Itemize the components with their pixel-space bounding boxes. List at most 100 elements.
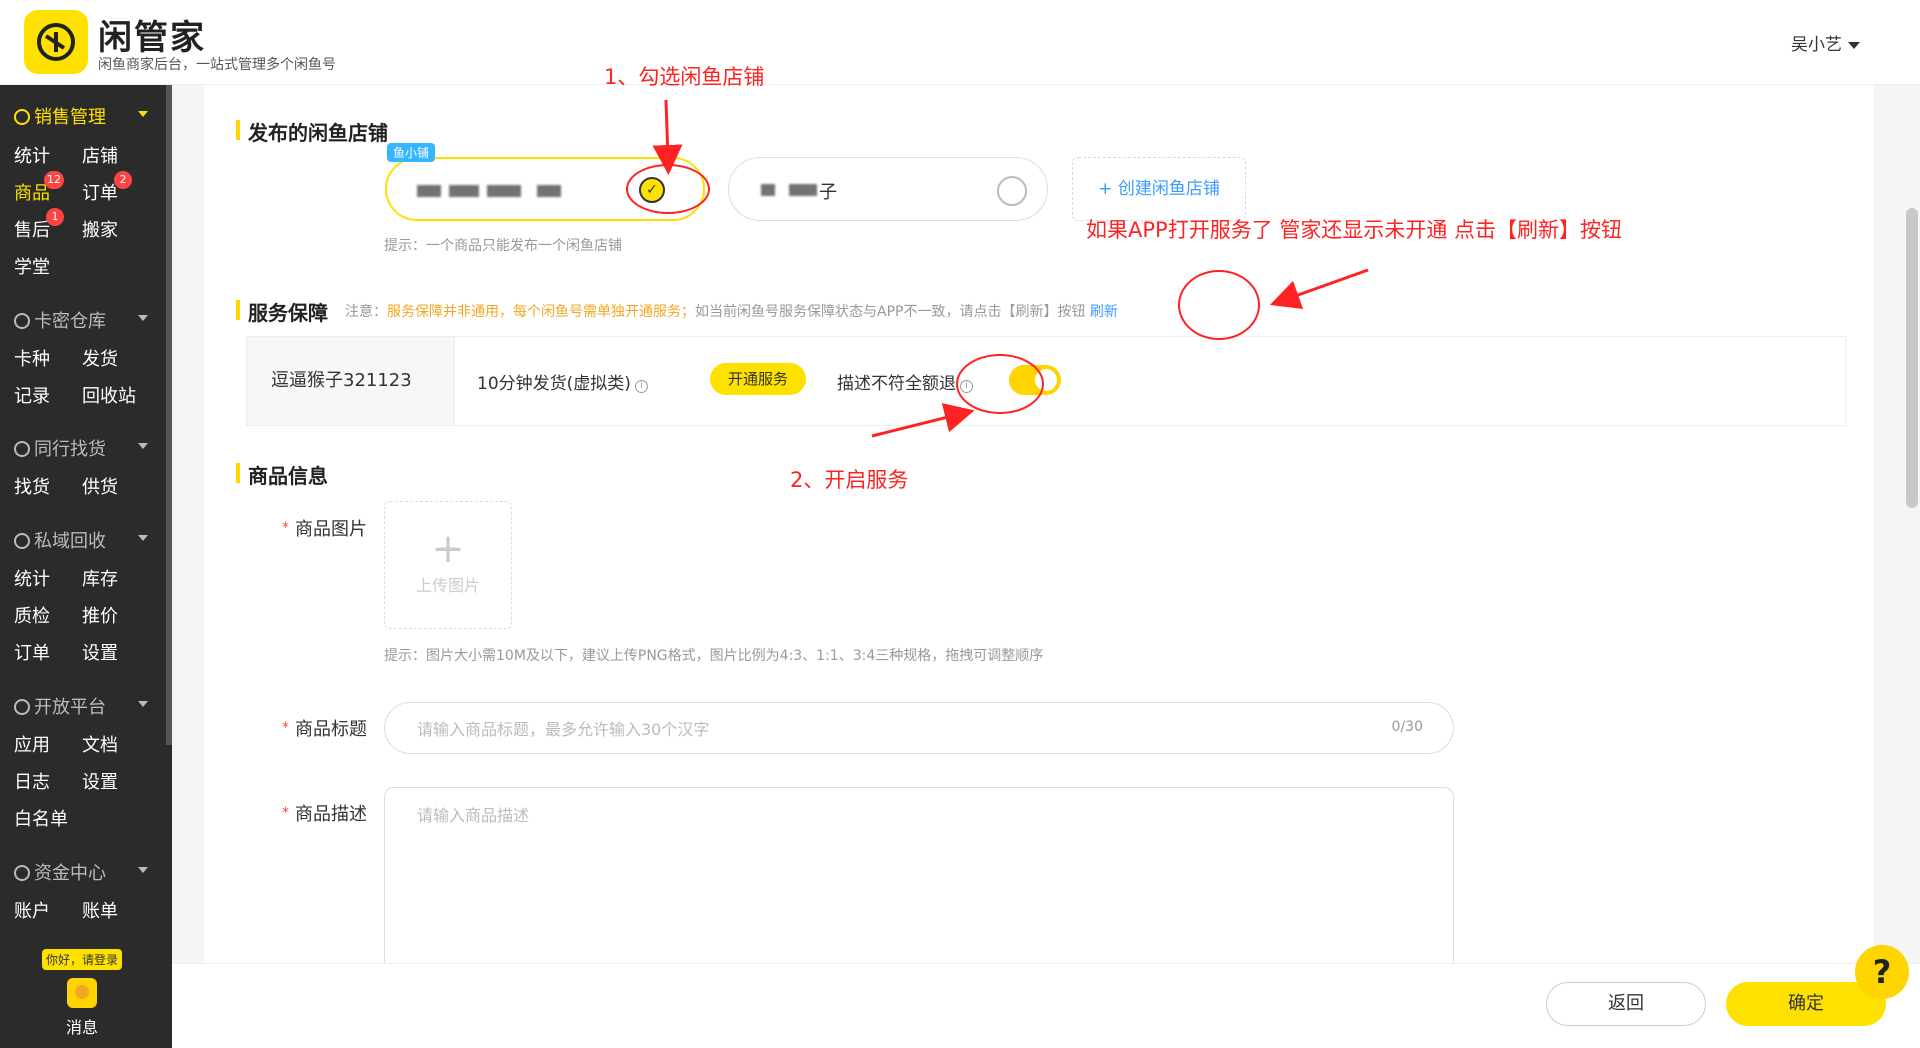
sidebar-item-find-goods[interactable]: 找货	[14, 477, 50, 498]
group-label: 同行找货	[34, 439, 106, 460]
sidebar-item-supply[interactable]: 供货	[82, 477, 118, 498]
required-mark: *	[282, 720, 289, 736]
group-label: 销售管理	[34, 107, 106, 128]
service-account-name: 逗逼猴子321123	[247, 337, 455, 425]
group-label: 卡密仓库	[34, 311, 106, 332]
sidebar-item-inventory[interactable]: 库存	[82, 569, 118, 590]
image-hint: 提示：图片大小需10M及以下，建议上传PNG格式，图片比例为4:3、1:1、3:…	[384, 648, 1044, 664]
sidebar-item-logs[interactable]: 日志	[14, 772, 50, 793]
title-input[interactable]	[417, 717, 1317, 741]
message-label: 消息	[65, 1018, 98, 1037]
sidebar-group-card-warehouse[interactable]: 卡密仓库	[14, 307, 148, 333]
open-service-button[interactable]: 开通服务	[710, 363, 806, 395]
badge-count: 1	[46, 208, 64, 226]
shop-card-unselected[interactable]: 子	[728, 157, 1048, 221]
sidebar-item-academy[interactable]: 学堂	[14, 257, 50, 278]
help-button[interactable]: ?	[1855, 945, 1909, 999]
service-note: 注意：服务保障并非通用，每个闲鱼号需单独开通服务；如当前闲鱼号服务保障状态与AP…	[345, 301, 1118, 321]
sidebar-item-recycle-orders[interactable]: 订单	[14, 643, 50, 664]
title-counter: 0/30	[1391, 719, 1423, 735]
plus-icon: +	[431, 526, 465, 572]
app-logo[interactable]	[24, 10, 88, 74]
service-label: 描述不符全额退	[837, 374, 956, 394]
create-shop-button[interactable]: + 创建闲鱼店铺	[1072, 157, 1246, 221]
sidebar-item-delivery[interactable]: 发货	[82, 349, 118, 370]
item-label: 商品	[14, 183, 50, 204]
brand-name: 闲管家	[98, 18, 206, 58]
sidebar-item-bills[interactable]: 账单	[82, 901, 118, 922]
section-title-service: 服务保障	[236, 297, 328, 326]
note-text: 如当前闲鱼号服务保障状态与APP不一致，请点击【刷新】按钮	[695, 304, 1086, 320]
sidebar-item-account[interactable]: 账户	[14, 901, 50, 922]
confirm-button[interactable]: 确定	[1726, 982, 1886, 1026]
blurred-name	[761, 184, 775, 196]
sidebar-item-stats[interactable]: 统计	[14, 146, 50, 167]
sidebar-scrollbar[interactable]	[166, 85, 172, 745]
sidebar-item-card-type[interactable]: 卡种	[14, 349, 50, 370]
sidebar-item-recycle-settings[interactable]: 设置	[82, 643, 118, 664]
group-label: 资金中心	[34, 863, 106, 884]
refresh-link[interactable]: 刷新	[1089, 304, 1118, 320]
field-label-title: * 商品标题	[282, 715, 367, 741]
group-label: 私域回收	[34, 531, 106, 552]
sidebar-item-quality[interactable]: 质检	[14, 606, 50, 627]
main-panel: 发布的闲鱼店铺 鱼小铺 ✓ 子 + 创建闲鱼店铺 提示：一个商品只能发布一个闲鱼…	[204, 85, 1874, 987]
sidebar-item-shops[interactable]: 店铺	[82, 146, 118, 167]
arrow-to-shop	[652, 99, 683, 175]
blurred-name	[449, 185, 479, 197]
page-scrollbar[interactable]	[1906, 208, 1918, 508]
field-label-desc: *商品描述	[282, 800, 367, 826]
sidebar-group-sales[interactable]: 销售管理	[14, 103, 148, 129]
label-text: 商品图片	[295, 519, 367, 540]
top-header: 闲管家 闲鱼商家后台，一站式管理多个闲鱼号 吴小艺	[0, 0, 1920, 85]
sidebar-item-records[interactable]: 记录	[14, 386, 50, 407]
caret-down-icon	[138, 867, 148, 873]
annotation-step1: 1、勾选闲鱼店铺	[604, 65, 765, 89]
sidebar-item-apps[interactable]: 应用	[14, 735, 50, 756]
sidebar-item-pricing[interactable]: 推价	[82, 606, 118, 627]
back-button[interactable]: 返回	[1546, 982, 1706, 1026]
sidebar-group-funds[interactable]: 资金中心	[14, 859, 148, 885]
section-title-shops: 发布的闲鱼店铺	[236, 117, 388, 146]
user-menu[interactable]: 吴小艺	[1791, 30, 1860, 55]
required-mark: *	[282, 520, 289, 536]
description-input[interactable]	[417, 802, 1417, 952]
caret-down-icon	[138, 701, 148, 707]
label-text: 商品标题	[295, 719, 367, 740]
sidebar-item-recycle-bin[interactable]: 回收站	[82, 386, 136, 407]
title-field[interactable]: 0/30	[384, 702, 1454, 754]
logo-icon	[37, 23, 75, 61]
annotation-circle-refresh	[1178, 270, 1260, 340]
unchecked-icon[interactable]	[997, 176, 1027, 206]
field-label-image: * 商品图片	[282, 515, 367, 541]
recycle-icon	[14, 533, 30, 549]
sidebar-group-open-platform[interactable]: 开放平台	[14, 693, 148, 719]
sidebar-item-platform-settings[interactable]: 设置	[82, 772, 118, 793]
sidebar-group-private-recycle[interactable]: 私域回收	[14, 527, 148, 553]
message-center[interactable]: 你好，请登录 消息	[42, 949, 122, 1038]
sidebar-item-move[interactable]: 搬家	[82, 220, 118, 241]
check-icon	[14, 699, 30, 715]
badge-count: 2	[114, 171, 132, 189]
sidebar-item-whitelist[interactable]: 白名单	[14, 809, 68, 830]
blurred-name	[487, 185, 521, 197]
note-prefix: 注意：	[345, 304, 387, 320]
sidebar-group-peer-sourcing[interactable]: 同行找货	[14, 435, 148, 461]
brand-slogan: 闲鱼商家后台，一站式管理多个闲鱼号	[98, 57, 336, 73]
info-icon[interactable]: i	[634, 380, 648, 393]
label-text: 商品描述	[295, 804, 367, 825]
blurred-name	[417, 185, 441, 197]
sidebar-item-recycle-stats[interactable]: 统计	[14, 569, 50, 590]
arrow-to-toggle	[871, 403, 975, 438]
caret-down-icon	[138, 443, 148, 449]
image-upload[interactable]: + 上传图片	[384, 501, 512, 629]
sidebar-item-docs[interactable]: 文档	[82, 735, 118, 756]
message-avatar-icon	[67, 978, 97, 1008]
annotation-circle-toggle	[956, 354, 1044, 414]
annotation-refresh-tip: 如果APP打开服务了 管家还显示未开通 点击【刷新】按钮	[1086, 218, 1623, 242]
network-icon	[14, 441, 30, 457]
